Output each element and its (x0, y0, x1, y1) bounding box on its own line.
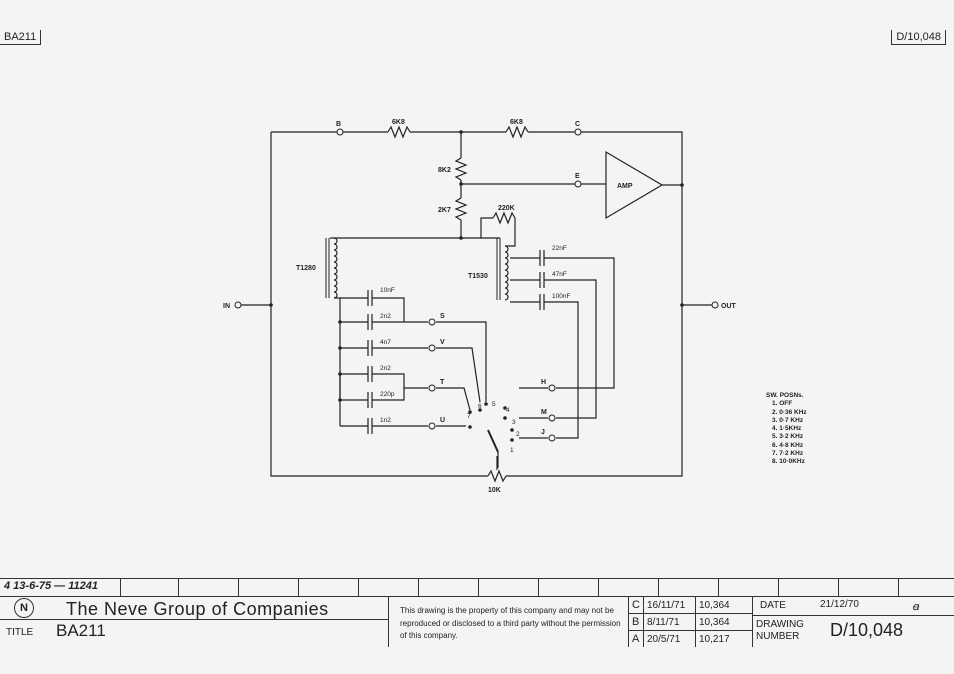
company-name: The Neve Group of Companies (66, 599, 329, 619)
label-r1: 6K8 (392, 119, 405, 126)
label-pot: 10K (488, 487, 501, 494)
label-s: S (440, 313, 445, 320)
label-v: V (440, 339, 445, 346)
rev-number: 10,364 (699, 617, 730, 628)
label-c220p: 220p (380, 391, 395, 398)
terminal-m (548, 414, 556, 422)
neve-logo-icon: N (14, 598, 34, 618)
potentiometer-10k (487, 469, 507, 483)
date-label: DATE (760, 600, 786, 611)
date-value: 21/12/70 (820, 599, 859, 610)
label-c2n2a: 2n2 (380, 313, 391, 320)
label-amp: AMP (617, 183, 633, 190)
label-h: H (541, 379, 546, 386)
title-block: 4 13-6-75 — 11241 N The Neve Group of Co… (0, 578, 954, 647)
label-u: U (440, 417, 445, 424)
terminal-e (574, 180, 582, 188)
label-pos6: 6 (478, 403, 482, 410)
label-in: IN (223, 303, 230, 310)
cap-22nf-wire (544, 257, 615, 389)
ownership-notice: This drawing is the property of this com… (400, 606, 621, 640)
label-c2n2b: 2n2 (380, 365, 391, 372)
label-c10n: 10nF (380, 287, 395, 294)
label-out: OUT (721, 303, 737, 310)
label-r5: 220K (498, 205, 515, 212)
terminal-j (548, 434, 556, 442)
title-value: BA211 (56, 621, 106, 640)
rev-date: 8/11/71 (647, 617, 680, 628)
label-pos5: 5 (492, 401, 496, 408)
switch-positions-legend: SW. POSNs. 1. OFF 2. 0·36 KHz 3. 0·7 KHz… (766, 392, 807, 467)
resistor-6k8-b (505, 125, 529, 139)
transformer-t1530-coil (504, 245, 509, 301)
initials-signature: ꬰ (912, 601, 919, 613)
terminal-s (428, 318, 436, 326)
terminal-b (336, 128, 344, 136)
label-r3: 8K2 (438, 167, 451, 174)
legend-item: 5. 3·2 KHz (772, 433, 804, 441)
legend-item: 3. 0·7 KHz (772, 416, 804, 424)
terminal-t (428, 384, 436, 392)
cap-47nf-wire (544, 279, 597, 419)
legend-item: 8. 10·0KHz (772, 458, 805, 466)
label-c: C (575, 121, 580, 128)
resistor-2k7 (454, 197, 468, 221)
label-c47n: 47nF (552, 271, 567, 278)
rev-number: 10,364 (699, 600, 730, 611)
drawing-number-label: DRAWING NUMBER (756, 619, 804, 642)
label-c1n2: 1n2 (380, 417, 391, 424)
label-j: J (541, 429, 545, 436)
label-r2: 6K8 (510, 119, 523, 126)
rev-letter: B (632, 616, 640, 628)
label-t1280: T1280 (296, 265, 316, 272)
amp-triangle (605, 150, 664, 220)
label-b: B (336, 121, 341, 128)
rev-letter: C (632, 599, 640, 611)
resistor-220k (492, 211, 516, 225)
terminal-c (574, 128, 582, 136)
rev-letter: A (632, 633, 640, 645)
label-r4: 2K7 (438, 207, 451, 214)
drawing-number: D/10,048 (830, 620, 904, 640)
terminal-out (711, 301, 719, 309)
cap-100nf-wire (544, 301, 579, 439)
legend-item: 2. 0·36 KHz (772, 408, 807, 416)
revision-note: 4 13-6-75 — 11241 (4, 580, 98, 592)
terminal-u (428, 422, 436, 430)
revision-strip: 4 13-6-75 — 11241 (0, 579, 954, 597)
label-m: M (541, 409, 547, 416)
legend-item: 6. 4·8 KHz (772, 441, 804, 449)
label-c100n: 100nF (552, 293, 570, 300)
transformer-t1280-coil (333, 237, 338, 299)
corner-ref-right: D/10,048 (891, 30, 946, 45)
rev-date: 20/5/71 (647, 634, 681, 645)
label-e: E (575, 173, 580, 180)
terminal-in (234, 301, 242, 309)
title-label: TITLE (6, 627, 34, 638)
frame-left-bottom (270, 132, 488, 477)
label-t1530: T1530 (468, 273, 488, 280)
legend-item: 1. OFF (772, 400, 793, 408)
label-c22n: 22nF (552, 245, 567, 252)
rev-date: 16/11/71 (647, 600, 686, 611)
label-t: T (440, 379, 445, 386)
label-pos7: 7 (467, 413, 471, 420)
schematic: B C E IN OUT AMP 6K8 6K8 8K2 2K7 220K 10… (223, 119, 737, 494)
legend-item: 4. 1·5KHz (772, 425, 802, 433)
label-pos3: 3 (512, 419, 516, 426)
rev-number: 10,217 (699, 634, 730, 645)
label-c4n7: 4n7 (380, 339, 391, 346)
resistor-8k2 (454, 157, 468, 181)
legend-heading: SW. POSNs. (766, 392, 804, 399)
corner-ref-left: BA211 (0, 30, 42, 45)
terminal-h (548, 384, 556, 392)
label-pos4: 4 (506, 407, 510, 414)
rotary-switch-wiper (487, 429, 499, 453)
legend-item: 7. 7·2 KHz (772, 450, 804, 458)
label-pos1: 1 (510, 447, 514, 454)
resistor-6k8-a (387, 125, 411, 139)
label-pos2: 2 (516, 431, 520, 438)
terminal-v (428, 344, 436, 352)
